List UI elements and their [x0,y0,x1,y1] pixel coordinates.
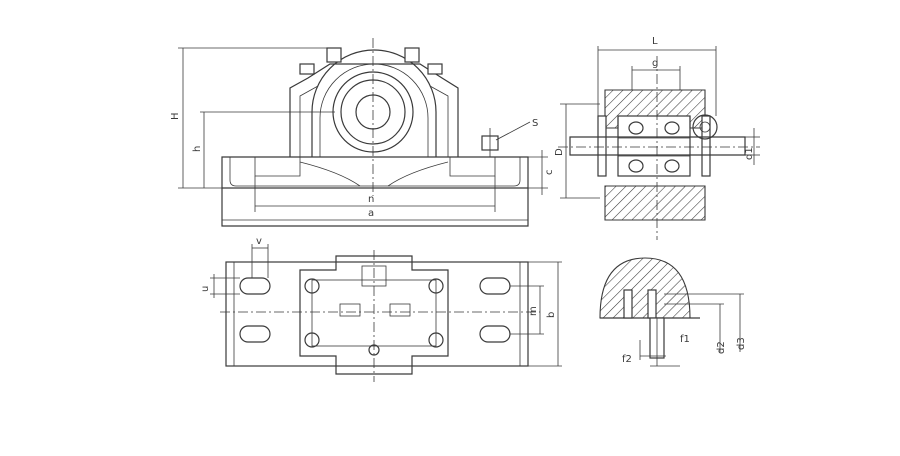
dim-label-d2: d2 [716,341,727,354]
dim-label-D: D [554,148,565,156]
cross-section-view [558,46,760,240]
dim-label-L: L [652,36,658,47]
dim-label-c: c [544,170,555,176]
dim-label-m: m [528,306,539,316]
dim-label-h: h [192,146,203,152]
dim-label-b: b [546,312,557,318]
dim-label-H: H [170,112,181,120]
dim-label-a: a [368,208,374,219]
detail-view [599,257,744,367]
dim-label-f1: f1 [680,334,690,345]
dim-label-g: g [652,58,658,69]
dim-label-d3: d3 [736,337,747,350]
dim-label-s: S [532,118,538,129]
dim-label-v: v [256,236,262,247]
front-elevation-view [178,38,548,227]
dim-label-d1: d1 [744,147,755,160]
dim-label-u: u [200,286,211,292]
plan-view [210,244,562,382]
dim-label-n: n [368,194,374,205]
dim-label-f2: f2 [622,354,632,365]
